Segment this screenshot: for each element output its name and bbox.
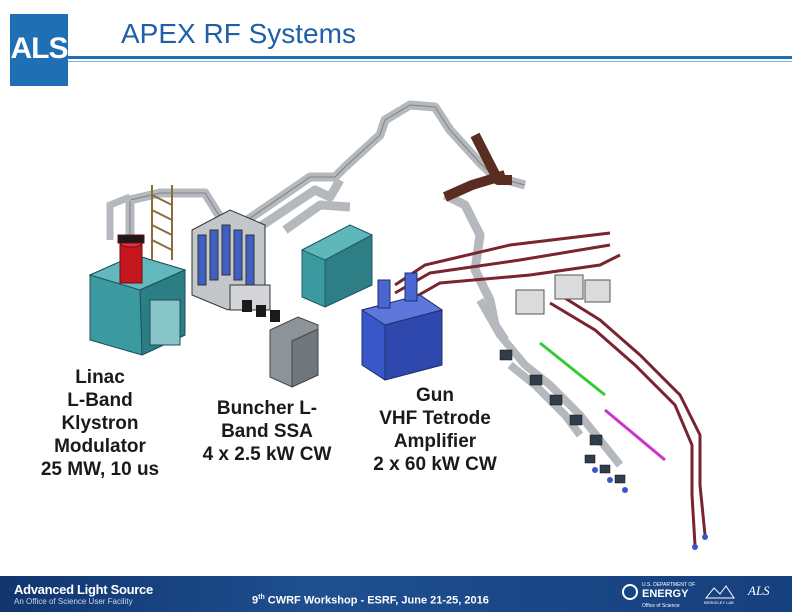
- als-logo-text: ALS: [10, 32, 69, 65]
- footer-brand-sub: An Office of Science User Facility: [14, 597, 133, 606]
- klystron: [117, 234, 145, 284]
- control-cabinet: [269, 316, 319, 388]
- teal-cabinet: [300, 224, 374, 308]
- doe-name: ENERGY: [642, 588, 689, 600]
- caption-gun-line-2: VHF Tetrode: [379, 408, 491, 429]
- caption-linac-line-4: Modulator: [54, 436, 146, 457]
- header-divider-thin: [68, 61, 792, 62]
- klystron-frame: [151, 185, 173, 260]
- als-small-logo: ALS: [744, 582, 784, 608]
- footer-event-prefix: 9: [252, 594, 259, 607]
- beamline-components: [499, 349, 626, 484]
- caption-gun-line-4: 2 x 60 kW CW: [373, 454, 497, 475]
- page-title: APEX RF Systems: [121, 18, 356, 49]
- als-logo: ALS: [10, 14, 69, 86]
- caption-gun: Gun VHF Tetrode Amplifier 2 x 60 kW CW: [360, 384, 510, 476]
- caption-gun-line-3: Amplifier: [393, 431, 477, 452]
- doe-pre: U.S. DEPARTMENT OF: [642, 582, 696, 588]
- caption-linac-line-5: 25 MW, 10 us: [40, 459, 160, 480]
- caption-gun-line-1: Gun: [416, 385, 454, 406]
- doe-seal-icon: [622, 584, 638, 600]
- lbnl-mark: [704, 585, 735, 599]
- ssa-modules: [242, 300, 280, 322]
- caption-linac: Linac L-Band Klystron Modulator 25 MW, 1…: [30, 366, 170, 481]
- green-line: [539, 341, 606, 397]
- header-divider: [68, 56, 792, 59]
- buncher-ssa-racks: [191, 209, 271, 311]
- footer-event: 9th CWRF Workshop - ESRF, June 21-25, 20…: [252, 594, 489, 607]
- caption-buncher: Buncher L- Band SSA 4 x 2.5 kW CW: [192, 397, 342, 466]
- footer-bar: Advanced Light Source An Office of Scien…: [0, 576, 792, 612]
- caption-linac-line-3: Klystron: [61, 413, 139, 434]
- lbnl-logo-icon: BERKELEY LAB: [704, 582, 736, 608]
- lbnl-text: BERKELEY LAB: [704, 600, 734, 605]
- magenta-line: [604, 408, 666, 462]
- footer-brand: Advanced Light Source: [14, 582, 153, 597]
- footer-event-sup: th: [258, 594, 265, 601]
- footer-event-rest: CWRF Workshop - ESRF, June 21-25, 2016: [264, 594, 489, 607]
- caption-buncher-line-2: Band SSA: [221, 421, 313, 442]
- blue-connectors: [592, 467, 708, 550]
- als-small-text: ALS: [748, 583, 770, 598]
- doe-sub: Office of Science: [642, 603, 680, 609]
- gun-amplifier: [360, 272, 444, 381]
- caption-linac-line-2: L-Band: [67, 390, 133, 411]
- caption-linac-line-1: Linac: [75, 367, 125, 388]
- rf-system-3d-layout: [88, 100, 708, 550]
- doe-logo: U.S. DEPARTMENT OF ENERGY Office of Scie…: [622, 580, 700, 610]
- circulator-boxes: [515, 274, 611, 315]
- caption-buncher-line-3: 4 x 2.5 kW CW: [202, 444, 332, 465]
- caption-buncher-line-1: Buncher L-: [216, 398, 318, 419]
- waveguide-brown: [442, 132, 512, 202]
